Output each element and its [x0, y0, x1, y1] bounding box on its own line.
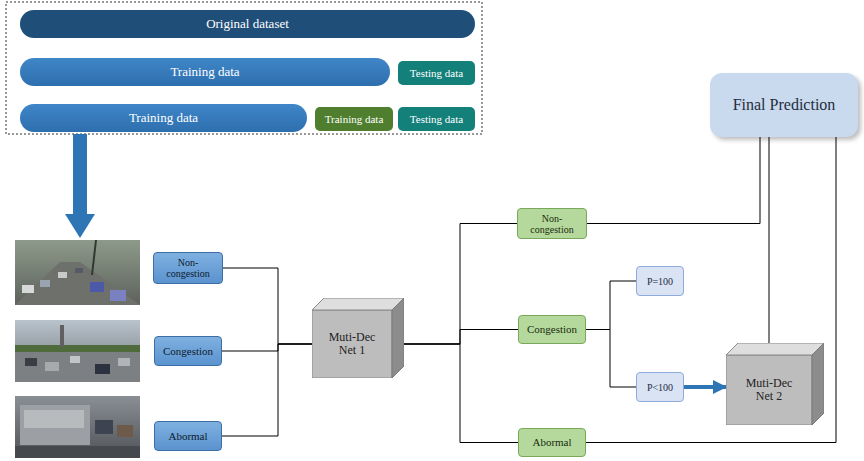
dataset-frame [6, 2, 482, 134]
connector [684, 385, 726, 389]
data-box: Testing data [398, 107, 475, 131]
node-label: Original dataset [206, 17, 289, 31]
dataset-band: Original dataset [20, 10, 475, 38]
connector [223, 268, 312, 344]
connector [404, 330, 518, 345]
node-label: Training data [325, 113, 384, 125]
result-box: Non- congestion [517, 208, 587, 239]
network-cube: Muti-Dec Net 1 [312, 298, 404, 378]
cube-side [812, 343, 824, 425]
traffic-image [15, 320, 140, 382]
connector [587, 137, 760, 224]
node-label: Muti-Dec Net 2 [739, 377, 799, 403]
node-label: Non- congestion [157, 257, 219, 279]
probability-box: P<100 [636, 372, 684, 402]
node-label: Training data [129, 111, 198, 125]
node-label: Abormal [168, 430, 207, 442]
data-box: Testing data [398, 61, 475, 85]
class-box: Non- congestion [153, 252, 223, 284]
result-box: Abormal [518, 428, 586, 457]
node-label: Testing data [410, 67, 463, 79]
node-label: P<100 [647, 382, 673, 393]
result-box: Congestion [518, 315, 586, 344]
connector [222, 344, 312, 351]
node-label: Congestion [527, 323, 577, 335]
connector [586, 330, 636, 388]
cube-front [726, 355, 812, 425]
node-label: Abormal [532, 436, 571, 448]
traffic-image [15, 240, 140, 305]
traffic-image [15, 396, 140, 458]
node-label: Congestion [163, 345, 213, 357]
cube-face: Muti-Dec Net 1 [312, 310, 392, 378]
cube-front [312, 310, 392, 378]
node-label: Testing data [410, 113, 463, 125]
node-label: Final Prediction [733, 96, 836, 114]
cube-top [726, 343, 824, 355]
connector [222, 344, 312, 436]
data-band: Training data [20, 104, 307, 132]
connector [586, 281, 636, 330]
node-label: P=100 [647, 276, 673, 287]
probability-box: P=100 [636, 266, 684, 296]
connector [769, 137, 770, 343]
data-band: Training data [20, 58, 390, 86]
output-box: Final Prediction [710, 73, 858, 137]
cube-side [392, 298, 404, 378]
node-label: Non- congestion [521, 213, 583, 235]
connector [404, 224, 517, 345]
down-arrow [65, 134, 95, 238]
connector [404, 344, 518, 443]
class-box: Abormal [154, 421, 222, 451]
network-cube: Muti-Dec Net 2 [726, 343, 824, 425]
cube-face: Muti-Dec Net 2 [726, 355, 812, 425]
node-label: Muti-Dec Net 1 [322, 331, 382, 357]
cube-top [312, 298, 404, 310]
node-label: Training data [170, 65, 239, 79]
data-box: Training data [315, 107, 393, 131]
class-box: Congestion [154, 336, 222, 366]
connector [586, 137, 836, 443]
